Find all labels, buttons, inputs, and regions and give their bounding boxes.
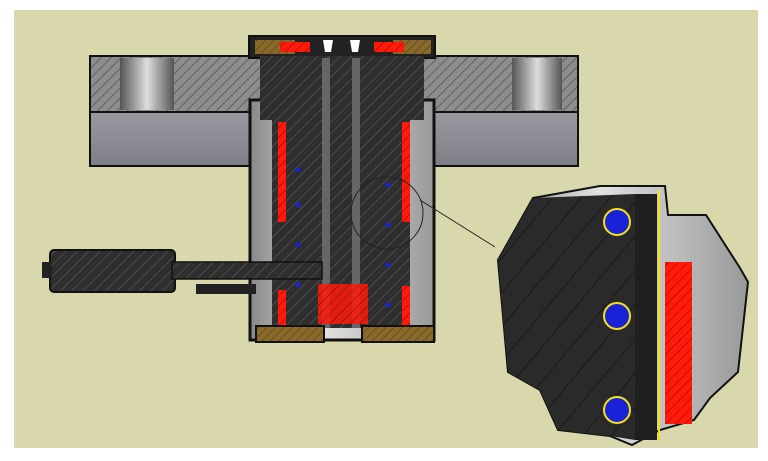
detail-leader-line: [419, 199, 496, 248]
heater-detail: [665, 262, 692, 424]
bolt-hole-left: [120, 58, 174, 110]
heater-right-upper: [402, 122, 410, 222]
bolt-detail: [603, 208, 631, 424]
cylinder-body: [248, 35, 436, 343]
nozzle-left: [323, 40, 333, 52]
heater-right-lower: [402, 286, 410, 334]
heater-left-lower: [278, 290, 286, 334]
heater-left-upper: [278, 122, 286, 222]
detail-view: [496, 185, 750, 447]
probe-handle: [42, 249, 323, 294]
bolt-hole-right: [512, 58, 562, 110]
bottom-cap-right: [361, 325, 435, 343]
nozzle-right: [350, 40, 360, 52]
small-tool: [196, 284, 256, 294]
bolt-row: [295, 167, 391, 308]
detail-callout-circle: [350, 176, 424, 250]
bottom-cap-left: [255, 325, 325, 343]
